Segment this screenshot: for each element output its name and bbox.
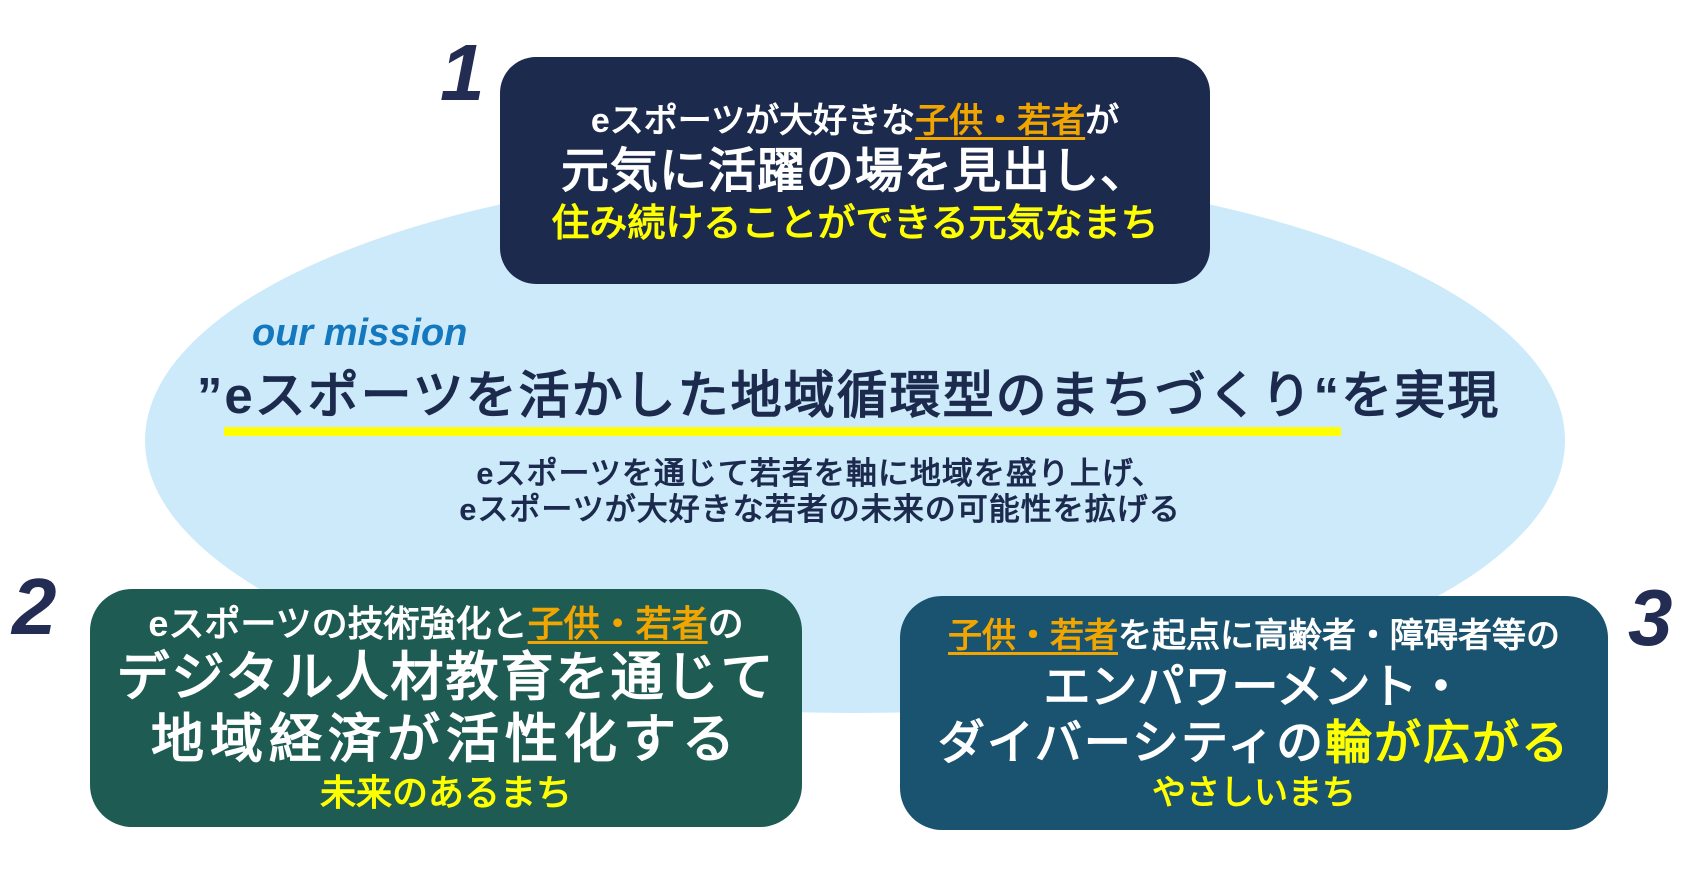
headline-tail-text: を実現 bbox=[1341, 367, 1501, 424]
goal2-number: 2 bbox=[12, 562, 57, 651]
goal1-line2: 元気に活躍の場を見出し、 bbox=[560, 144, 1149, 198]
goal3-line3: ダイバーシティの輪が広がる bbox=[938, 714, 1570, 772]
goal3-box: 子供・若者を起点に高齢者・障碍者等の エンパワーメント・ ダイバーシティの輪が広… bbox=[900, 596, 1608, 830]
goal2-line1-post: の bbox=[707, 603, 744, 644]
headline-open-quote: ” bbox=[196, 367, 225, 424]
mission-label: our mission bbox=[252, 312, 468, 354]
goal1-line1: eスポーツが大好きな子供・若者が bbox=[591, 99, 1119, 143]
goal3-line3-yellow: 輪が広がる bbox=[1325, 716, 1571, 769]
goal2-line1: eスポーツの技術強化と子供・若者の bbox=[148, 601, 743, 647]
goal3-line1-post: を起点に高齢者・障碍者等の bbox=[1118, 617, 1560, 655]
goal3-number: 3 bbox=[1628, 573, 1673, 662]
goal2-line1-highlight: 子供・若者 bbox=[527, 603, 708, 644]
goal2-line4: 未来のあるまち bbox=[319, 772, 572, 813]
goal1-number: 1 bbox=[440, 28, 485, 117]
mission-subline-1: eスポーツを通じて若者を軸に地域を盛り上げ、 bbox=[476, 456, 1164, 491]
goal1-line1-pre: eスポーツが大好きな bbox=[590, 101, 916, 140]
mission-subline-2: eスポーツが大好きな若者の未来の可能性を拡げる bbox=[459, 492, 1181, 527]
headline-underlined-text: eスポーツを活かした地域循環型のまちづくり“ bbox=[224, 367, 1342, 436]
goal3-line1: 子供・若者を起点に高齢者・障碍者等の bbox=[948, 612, 1560, 660]
goal1-line1-highlight: 子供・若者 bbox=[915, 101, 1086, 140]
goal2-line3: 地域経済が活性化する bbox=[151, 710, 741, 769]
goal3-line4: やさしいまち bbox=[1152, 774, 1356, 812]
goal1-line3: 住み続けることができる元気なまち bbox=[551, 202, 1159, 245]
goal1-line1-post: が bbox=[1085, 101, 1120, 140]
goal2-line2: デジタル人材教育を通じて bbox=[116, 648, 776, 707]
goal3-line2: エンパワーメント・ bbox=[1043, 660, 1465, 713]
mission-sublines: eスポーツを通じて若者を軸に地域を盛り上げ、 eスポーツが大好きな若者の未来の可… bbox=[0, 456, 1640, 528]
goal1-box: eスポーツが大好きな子供・若者が 元気に活躍の場を見出し、 住み続けることができ… bbox=[500, 57, 1210, 284]
goal2-box: eスポーツの技術強化と子供・若者の デジタル人材教育を通じて 地域経済が活性化す… bbox=[90, 589, 802, 827]
goal2-line1-pre: eスポーツの技術強化と bbox=[148, 603, 528, 644]
goal3-line1-highlight: 子供・若者 bbox=[948, 617, 1118, 655]
mission-headline: ”eスポーツを活かした地域循環型のまちづくり“を実現 bbox=[0, 354, 1697, 436]
goal3-line3-white: ダイバーシティの bbox=[937, 716, 1326, 769]
